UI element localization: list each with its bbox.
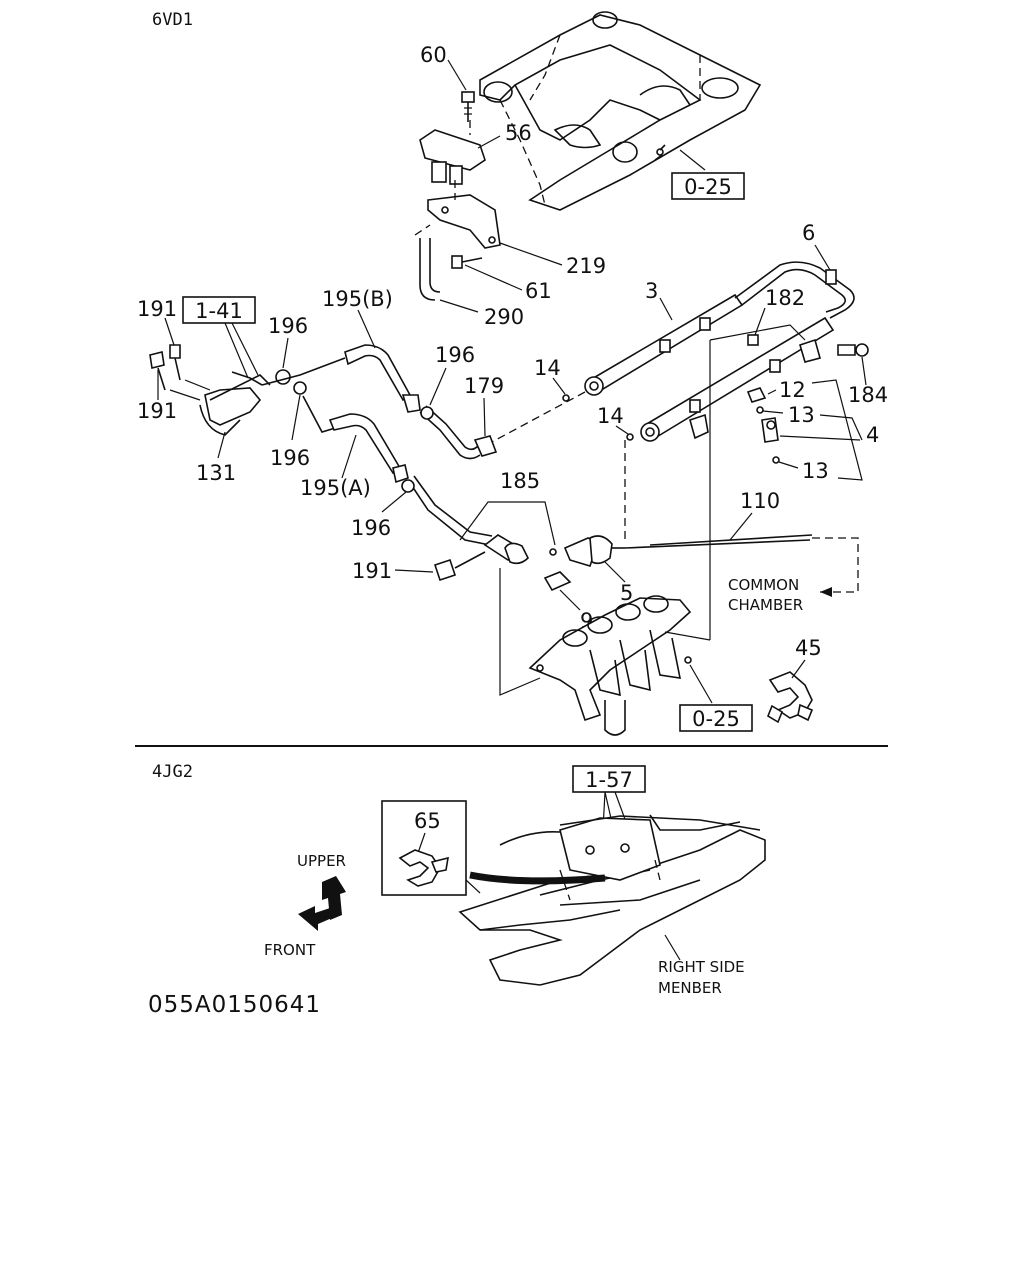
clamp-196c [420, 406, 434, 420]
callout-12: 12 [779, 378, 806, 402]
callout-195a: 195(A) [300, 476, 371, 500]
callout-184: 184 [848, 383, 888, 407]
callout-196b: 196 [270, 446, 310, 470]
common-chamber-line2: CHAMBER [728, 596, 803, 614]
bracket-185 [459, 501, 556, 546]
callout-196d: 196 [351, 516, 391, 540]
callout-191a: 191 [137, 297, 177, 321]
ref-box-r3 [182, 296, 256, 324]
callout-185: 185 [500, 469, 540, 493]
hose-195b [261, 344, 481, 460]
leader-manifold-left [499, 568, 541, 696]
bracket-4 [811, 379, 863, 481]
bolt-191c [433, 558, 457, 582]
callout-5: 5 [620, 581, 633, 605]
callout-60: 60 [420, 43, 447, 67]
callout-110: 110 [740, 489, 780, 513]
callout-13a: 13 [788, 403, 815, 427]
callout-14a: 14 [534, 356, 561, 380]
leader-r2 [689, 664, 713, 704]
ref-box-r4 [572, 765, 646, 793]
leader-c60 [447, 59, 467, 91]
drawing-code: 055A0150641 [148, 992, 321, 1018]
clamp-196a [275, 369, 291, 385]
hose-black [469, 871, 606, 885]
hose-195a [302, 395, 493, 546]
bracket-4b [819, 414, 863, 441]
callout-195b: 195(B) [322, 287, 393, 311]
rsm-line1: RIGHT SIDE [658, 958, 745, 976]
ref-r3: 1-41 [195, 299, 243, 323]
leader-c6 [814, 244, 831, 271]
callout-65: 65 [414, 809, 441, 833]
injector-group [746, 387, 780, 464]
callout-191b: 191 [137, 399, 177, 423]
leader-r3 [224, 322, 259, 379]
callout-131: 131 [196, 461, 236, 485]
ref-r2: 0-25 [692, 707, 740, 731]
leader-c4 [779, 435, 861, 441]
callout-196c: 196 [435, 343, 475, 367]
callout-45: 45 [795, 636, 822, 660]
leader-r1 [679, 149, 706, 171]
common-chamber-line1: COMMON [728, 576, 799, 594]
rsm-line2: MENBER [658, 979, 722, 997]
callout-219: 219 [566, 254, 606, 278]
ref-box-r2 [679, 704, 753, 732]
callout-4: 4 [866, 423, 879, 447]
leader-c184 [861, 356, 867, 386]
clamp-196d [401, 479, 415, 493]
lower-intake-manifold [528, 595, 692, 736]
leader-c290 [439, 299, 479, 313]
sensor-bracket-assembly [414, 91, 501, 301]
fitting-179 [473, 435, 498, 457]
upper-intake-manifold [479, 11, 762, 211]
callout-13b: 13 [802, 459, 829, 483]
leader-c61 [464, 264, 523, 291]
clip-65 [398, 849, 449, 887]
leader-c3 [659, 297, 673, 321]
leader-c12 [767, 389, 777, 395]
fuel-rail-assembly [584, 261, 869, 442]
direction-arrow-icon [298, 876, 346, 931]
leader-c219 [499, 242, 563, 266]
callout-179: 179 [464, 374, 504, 398]
rod-110 [624, 539, 811, 549]
callout-14b: 14 [597, 404, 624, 428]
clamp-196b [293, 381, 307, 395]
clip-45 [767, 671, 814, 724]
callout-290: 290 [484, 305, 524, 329]
leader-c182 [754, 307, 766, 336]
callout-6: 6 [802, 221, 815, 245]
upper-label: UPPER [297, 852, 346, 870]
engine-label-6vd1: 6VD1 [152, 10, 193, 30]
oring-14a [562, 394, 570, 402]
callout-196a: 196 [268, 314, 308, 338]
leader-c13a [762, 410, 784, 414]
callout-191c: 191 [352, 559, 392, 583]
oring-14b [626, 433, 634, 441]
callout-61: 61 [525, 279, 552, 303]
callout-56: 56 [505, 121, 532, 145]
callout-182: 182 [765, 286, 805, 310]
front-label: FRONT [264, 941, 316, 959]
ref-r1: 0-25 [684, 175, 732, 199]
leader-c131 [217, 431, 226, 459]
leader-c56 [477, 135, 501, 149]
callout-3: 3 [645, 279, 658, 303]
leader-c13b [778, 461, 799, 469]
pressure-regulator [483, 534, 625, 592]
ref-box-r1 [671, 172, 745, 200]
right-side-member [458, 814, 766, 986]
ref-r4: 1-57 [585, 768, 633, 792]
fuel-pipe-bracket [149, 344, 271, 436]
engine-label-4jg2: 4JG2 [152, 762, 193, 782]
